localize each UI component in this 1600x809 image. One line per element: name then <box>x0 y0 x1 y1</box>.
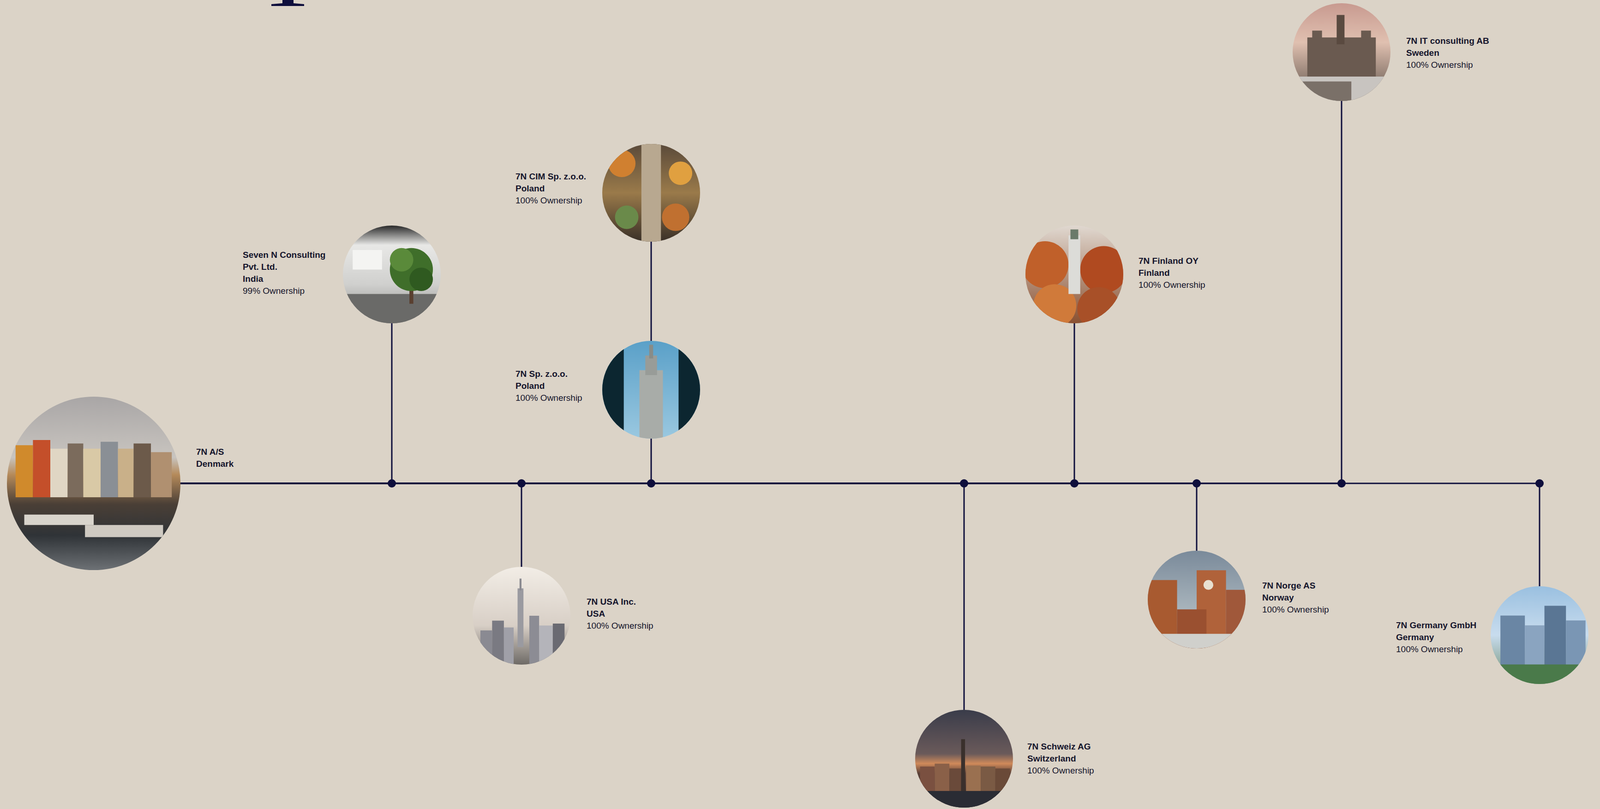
country-name: Poland <box>515 182 587 195</box>
ownership-share: 100% Ownership <box>1027 765 1095 778</box>
entity-label: 7N Norge ASNorway100% Ownership <box>1262 580 1330 617</box>
ownership-share: 100% Ownership <box>515 392 583 405</box>
entity-label: 7N USA Inc.USA100% Ownership <box>586 596 654 633</box>
city-photo <box>602 341 701 439</box>
country-name: Germany <box>1396 631 1477 644</box>
entity-circle: 7N Norge ASNorway100% Ownership <box>1147 551 1246 649</box>
city-photo <box>342 225 441 324</box>
company-name: 7N A/S <box>196 446 234 459</box>
entity-label: 7N Finland OYFinland100% Ownership <box>1138 255 1206 292</box>
company-name: Seven N Consulting Pvt. Ltd. <box>242 249 338 274</box>
ownership-line <box>180 323 1075 484</box>
country-name: India <box>242 273 338 286</box>
city-photo <box>1490 586 1589 685</box>
company-name: 7N USA Inc. <box>586 596 654 609</box>
company-name: 7N Germany GmbH <box>1396 619 1477 632</box>
entity-circle: 7N CIM Sp. z.o.o.Poland100% Ownership <box>602 143 701 242</box>
entity-label: 7N Sp. z.o.o.Poland100% Ownership <box>515 368 583 405</box>
entity-label: 7N IT consulting ABSweden100% Ownership <box>1406 35 1490 72</box>
country-name: Finland <box>1138 267 1206 280</box>
company-name: 7N Schweiz AG <box>1027 741 1095 754</box>
entity-circle: 7N Finland OYFinland100% Ownership <box>1025 225 1124 324</box>
ownership-share: 100% Ownership <box>586 620 654 633</box>
ownership-share: 100% Ownership <box>1262 604 1330 617</box>
city-photo <box>1292 3 1391 102</box>
ownership-share: 100% Ownership <box>1396 643 1477 656</box>
city-photo <box>1025 225 1124 324</box>
entity-circle: Seven N Consulting Pvt. Ltd.India99% Own… <box>342 225 441 324</box>
entity-label: Seven N Consulting Pvt. Ltd.India99% Own… <box>242 249 338 298</box>
company-name: 7N Finland OY <box>1138 255 1206 268</box>
entity-label: 7N Schweiz AGSwitzerland100% Ownership <box>1027 741 1095 778</box>
city-photo <box>1147 551 1246 649</box>
ownership-share: 100% Ownership <box>1138 279 1206 292</box>
company-name: 7N Norge AS <box>1262 580 1330 593</box>
company-name: 7N CIM Sp. z.o.o. <box>515 170 587 183</box>
logo-fragment <box>271 0 305 6</box>
ownership-share: 99% Ownership <box>242 285 338 298</box>
ownership-line <box>180 483 1540 587</box>
entity-circle: 7N Schweiz AGSwitzerland100% Ownership <box>915 710 1013 809</box>
junction-dot <box>1535 479 1544 488</box>
entity-circle: 7N A/SDenmark <box>6 396 181 571</box>
country-name: Denmark <box>196 458 234 471</box>
city-photo <box>472 567 571 666</box>
ownership-share: 100% Ownership <box>1406 59 1490 72</box>
entity-circle: 7N Germany GmbHGermany100% Ownership <box>1490 586 1589 685</box>
ownership-line <box>180 101 1342 484</box>
entity-circle: 7N Sp. z.o.o.Poland100% Ownership <box>602 341 701 439</box>
entity-circle: 7N IT consulting ABSweden100% Ownership <box>1292 3 1391 102</box>
company-name: 7N Sp. z.o.o. <box>515 368 583 381</box>
city-photo <box>6 396 181 571</box>
country-name: USA <box>586 608 654 621</box>
ownership-line <box>180 438 652 484</box>
ownership-line <box>180 483 965 711</box>
country-name: Switzerland <box>1027 753 1095 766</box>
entity-circle: 7N USA Inc.USA100% Ownership <box>472 567 571 666</box>
entity-label: 7N CIM Sp. z.o.o.Poland100% Ownership <box>515 170 587 207</box>
entity-label: 7N Germany GmbHGermany100% Ownership <box>1396 619 1477 656</box>
city-photo <box>602 143 701 242</box>
ownership-line <box>180 323 392 484</box>
country-name: Sweden <box>1406 47 1490 60</box>
ownership-line <box>650 241 653 342</box>
entity-label: 7N A/SDenmark <box>196 446 234 471</box>
country-name: Poland <box>515 380 583 393</box>
ownership-line <box>180 483 1197 552</box>
ownership-share: 100% Ownership <box>515 194 587 207</box>
city-photo <box>915 710 1013 809</box>
ownership-line <box>180 483 522 568</box>
country-name: Norway <box>1262 592 1330 605</box>
company-name: 7N IT consulting AB <box>1406 35 1490 48</box>
